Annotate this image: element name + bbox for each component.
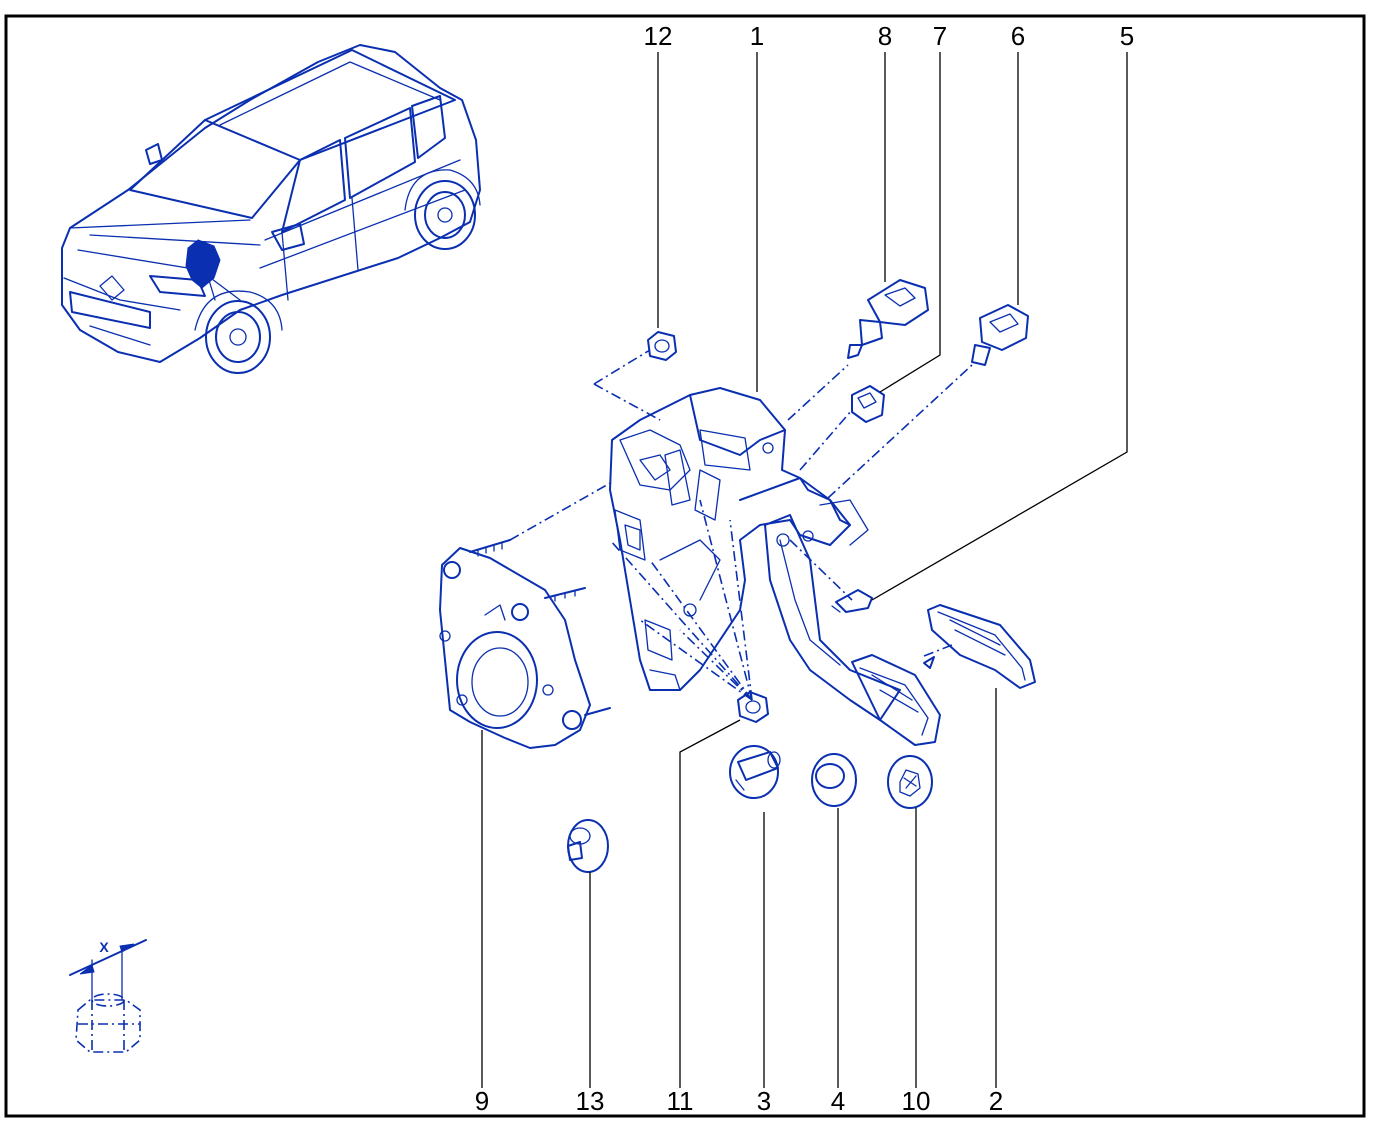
callout-10: 10 (902, 1086, 931, 1116)
part-2-pedal-rubber (927, 604, 1036, 689)
callout-8: 8 (878, 21, 892, 51)
pedal-pad-mounted (851, 654, 941, 746)
callout-7: 7 (933, 21, 947, 51)
part-3-bushing (729, 745, 781, 799)
diagram-frame (4, 14, 1366, 1118)
self-locking-nut-symbol: X (69, 939, 147, 1053)
callout-11: 11 (667, 1086, 694, 1116)
dimension-label: X (99, 939, 109, 955)
callout-6: 6 (1011, 21, 1025, 51)
part-1-pedal-bracket (609, 387, 901, 721)
callout-3: 3 (757, 1086, 771, 1116)
callout-9: 9 (475, 1086, 489, 1116)
callout-2: 2 (989, 1086, 1003, 1116)
vehicle-illustration (61, 44, 481, 374)
callout-1: 1 (750, 21, 764, 51)
part-8-pedal-switch (847, 279, 929, 359)
assembly-arrow-icon (923, 656, 935, 669)
leader-lines (481, 52, 1128, 1088)
callout-5: 5 (1120, 21, 1134, 51)
part-5-pin (831, 589, 873, 613)
part-11-nut (737, 691, 769, 723)
callout-4: 4 (831, 1086, 845, 1116)
part-4-washer (811, 753, 857, 807)
assembly-lines (509, 349, 973, 701)
part-10-spring-clip (887, 755, 933, 809)
part-12-nut (647, 331, 677, 361)
part-9-mounting-plate (439, 539, 611, 749)
part-6-pedal-switch (971, 304, 1029, 366)
part-13-bushing (567, 819, 609, 873)
part-7-clip (851, 385, 885, 423)
callout-12: 12 (644, 21, 673, 51)
callout-13: 13 (576, 1086, 605, 1116)
